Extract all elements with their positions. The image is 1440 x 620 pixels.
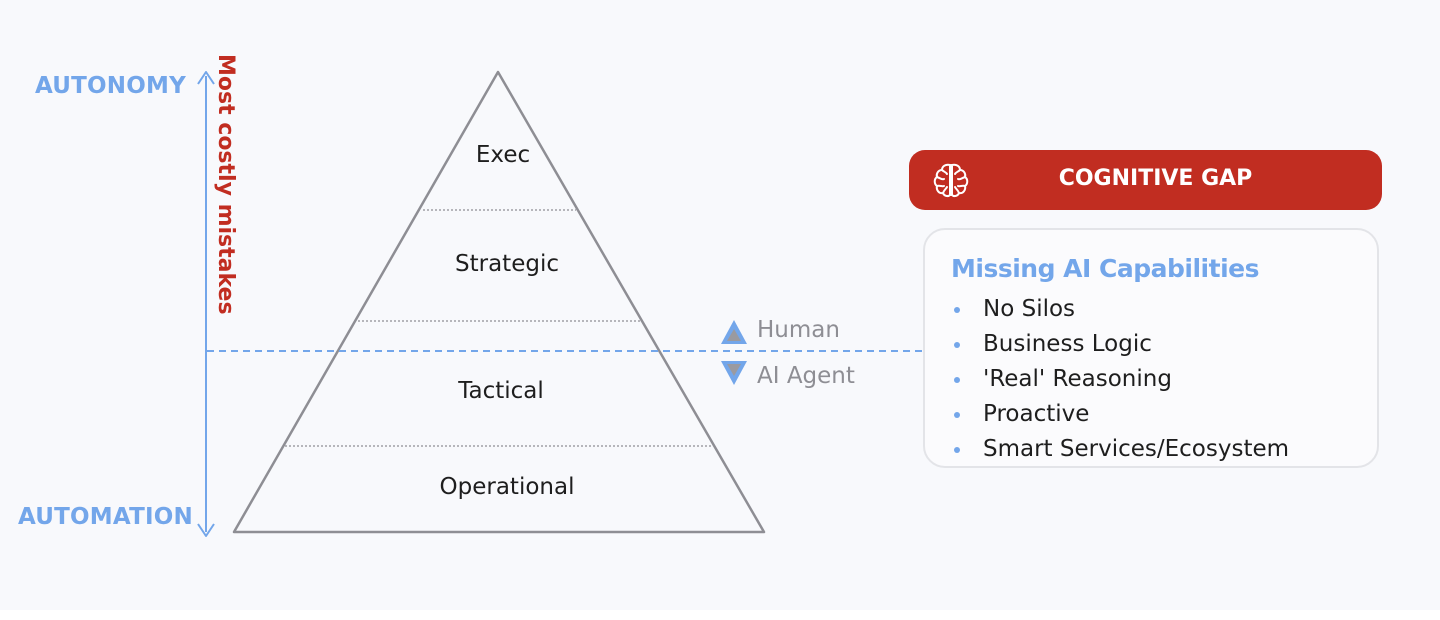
capability-label: No Silos (983, 296, 1076, 322)
capability-item: 'Real' Reasoning (951, 362, 1289, 397)
capability-label: 'Real' Reasoning (983, 366, 1172, 392)
down-triangle-inner (727, 364, 741, 376)
capability-item: Smart Services/Ecosystem (951, 432, 1289, 467)
capability-item: Business Logic (951, 327, 1289, 362)
bullet-icon (954, 412, 960, 418)
capability-item: Proactive (951, 397, 1289, 432)
pyramid-level-operational: Operational (439, 474, 575, 500)
pyramid-level-exec: Exec (475, 142, 531, 168)
human-label: Human (757, 317, 840, 343)
ai-agent-label: AI Agent (757, 363, 855, 389)
vertical-scale-arrow (197, 71, 215, 537)
capability-item: No Silos (951, 292, 1289, 327)
costly-mistakes-label: Most costly mistakes (213, 54, 238, 315)
capabilities-title: Missing AI Capabilities (951, 254, 1259, 283)
automation-label: AUTOMATION (18, 504, 193, 530)
capability-label: Business Logic (983, 331, 1152, 357)
brain-icon (933, 163, 969, 198)
autonomy-label: AUTONOMY (35, 73, 186, 99)
bullet-icon (954, 377, 960, 383)
cognitive-gap-banner: COGNITIVE GAP (909, 150, 1382, 210)
bullet-icon (954, 447, 960, 453)
pyramid-level-tactical: Tactical (458, 378, 544, 404)
missing-capabilities-card: Missing AI Capabilities No Silos Busines… (923, 228, 1379, 468)
capability-label: Smart Services/Ecosystem (983, 436, 1290, 462)
capabilities-list: No Silos Business Logic 'Real' Reasoning… (951, 292, 1289, 467)
bottom-strip (0, 610, 1440, 620)
up-triangle-inner (727, 329, 741, 341)
cognitive-gap-title: COGNITIVE GAP (1058, 166, 1253, 191)
bullet-icon (954, 342, 960, 348)
capability-label: Proactive (983, 401, 1090, 427)
bullet-icon (954, 307, 960, 313)
pyramid-outline (232, 70, 766, 534)
pyramid-level-strategic: Strategic (455, 251, 559, 277)
